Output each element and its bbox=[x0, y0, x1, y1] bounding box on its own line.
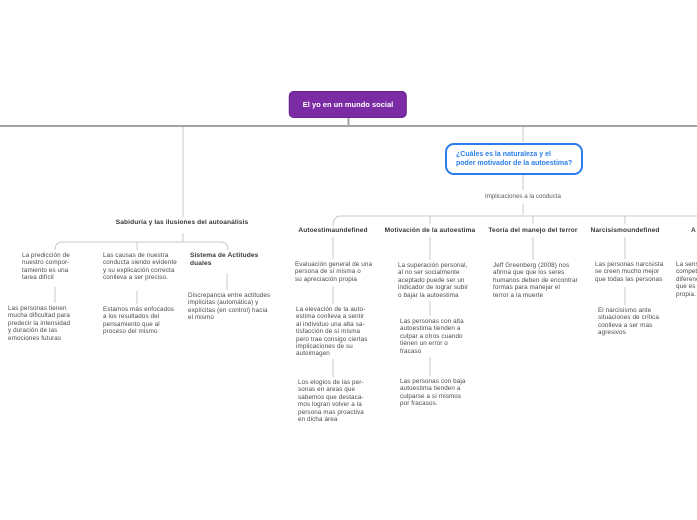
branch-title-narcisismo[interactable]: Narcisismoundefined bbox=[590, 227, 660, 234]
branch-title-motivacion[interactable]: Motivación de la autoestima bbox=[384, 227, 476, 234]
node-alta-autoestima-culpa[interactable]: Las personas con alta autoestima tienden… bbox=[400, 318, 464, 355]
node-jeff-greenberg[interactable]: Jeff Greenberg (2008) nos afirma que que… bbox=[493, 262, 578, 299]
node-elevacion-autoestima[interactable]: La elevación de la auto- estima conlleva… bbox=[296, 306, 368, 358]
root-topic-node[interactable]: El yo en un mundo social bbox=[288, 91, 408, 118]
node-clipped-sensacion[interactable]: La sensa compete diferenc que es e propi… bbox=[676, 261, 697, 298]
node-narcisismo-critica[interactable]: El narcisismo ante situaciones de crític… bbox=[598, 307, 659, 337]
branch-title-clipped[interactable]: A bbox=[691, 227, 696, 234]
node-prediccion-comportamiento[interactable]: La predicción de nuestro compor- tamient… bbox=[22, 252, 70, 282]
node-narcisistas-mejores[interactable]: Las personas narcisista se creen mucho m… bbox=[595, 261, 664, 283]
node-enfoque-resultados[interactable]: Estamos más enfocados a los resultados d… bbox=[103, 306, 175, 336]
node-superacion-personal[interactable]: La superación personal, al no ser social… bbox=[398, 262, 469, 299]
question-topic-node[interactable]: ¿Cuáles es la naturaleza y el poder moti… bbox=[445, 143, 584, 175]
node-dificultad-predecir-emociones[interactable]: Las personas tienen mucha dificultad par… bbox=[8, 305, 71, 342]
branch-title-manejo-terror[interactable]: Teoría del manejo del terror bbox=[488, 227, 578, 234]
branch-title-sabiduria[interactable]: Sabiduría y las ilusiones del autoanális… bbox=[115, 219, 249, 226]
node-discrepancia-actitudes[interactable]: Discrepancia entre actitudes implícitas … bbox=[188, 292, 271, 322]
node-evaluacion-general[interactable]: Evaluación general de una persona de sí … bbox=[295, 261, 373, 283]
subbranch-title-sistema-actitudes[interactable]: Sistema de Actitudes duales bbox=[190, 252, 259, 267]
node-elogios-personas[interactable]: Los elogios de las per- sonas en areas q… bbox=[298, 379, 364, 424]
branch-title-autoestima[interactable]: Autoestimaundefined bbox=[298, 227, 368, 234]
node-causas-conducta[interactable]: Las causas de nuestra conducta siendo ev… bbox=[103, 252, 177, 282]
branch-label-implicaciones: Implicaciones a la conducta bbox=[484, 193, 562, 200]
node-baja-autoestima-culparse[interactable]: Las personas con baja autoestima tienden… bbox=[400, 378, 466, 408]
